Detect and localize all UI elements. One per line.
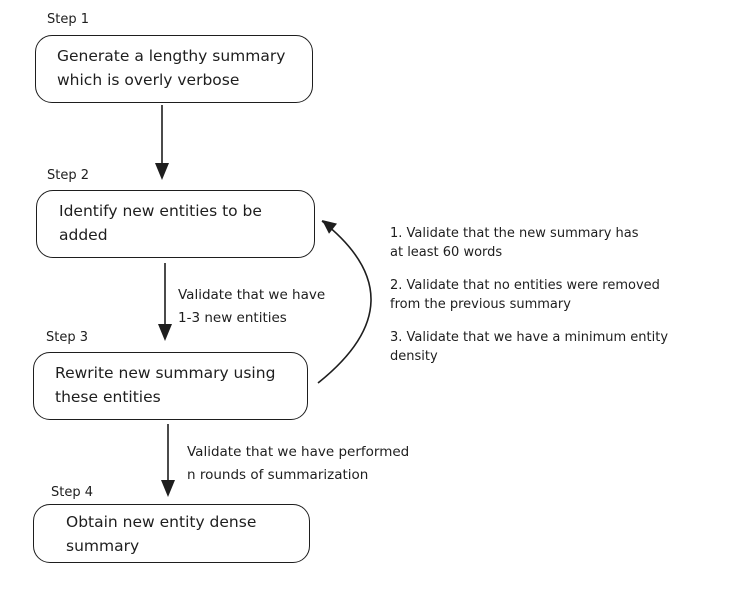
loop-arrow-step3-to-step2	[317, 220, 372, 384]
side-note-3: 3. Validate that we have a minimum entit…	[390, 330, 669, 364]
step1-node-text: Generate a lengthy summary which is over…	[57, 47, 286, 89]
arrow-label-rounds: Validate that we have performed n rounds…	[187, 444, 410, 483]
arrowhead-upleft-icon	[322, 220, 337, 234]
step4-node	[33, 504, 310, 563]
step1-node	[35, 35, 313, 103]
step2-node-text: Identify new entities to be added	[59, 202, 262, 244]
step1-label: Step 1	[47, 12, 90, 27]
step3-label: Step 3	[46, 330, 89, 345]
arrowhead-down-icon	[155, 163, 169, 180]
step3-node-text: Rewrite new summary using these entities	[55, 364, 276, 406]
step2-label: Step 2	[47, 168, 90, 183]
step2-node	[36, 190, 315, 258]
arrowhead-down-icon	[158, 324, 172, 341]
step3-node	[33, 352, 308, 420]
step4-node-text: Obtain new entity dense summary	[66, 513, 257, 555]
side-note-1: 1. Validate that the new summary has at …	[390, 226, 639, 260]
side-note-2: 2. Validate that no entities were remove…	[390, 278, 660, 312]
arrow-label-entities: Validate that we have 1-3 new entities	[178, 287, 326, 326]
step4-label: Step 4	[51, 485, 94, 500]
arrowhead-down-icon	[161, 480, 175, 497]
